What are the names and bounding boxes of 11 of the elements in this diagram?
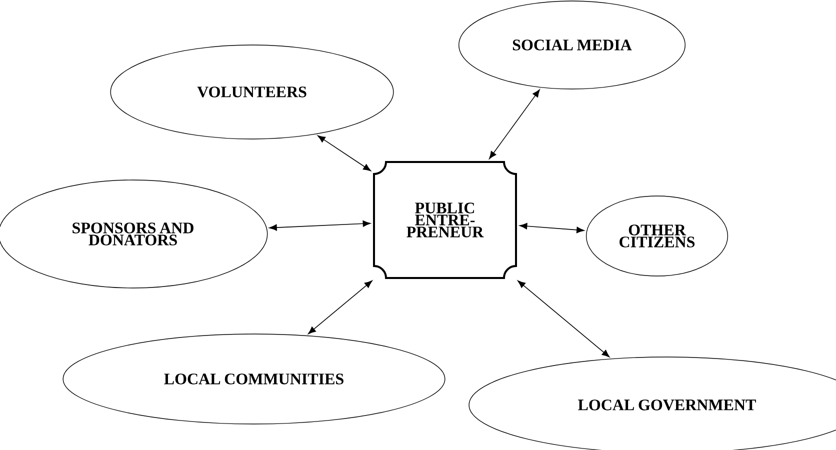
ellipse-node: VOLUNTEERS xyxy=(110,44,394,140)
arrow xyxy=(518,280,610,358)
ellipse-node: LOCAL COMMUNITIES xyxy=(62,334,446,424)
arrow xyxy=(519,222,584,234)
process-box: PUBLIC ENTRE-PRENEUR xyxy=(373,161,517,279)
arrow xyxy=(308,280,372,334)
arrow xyxy=(317,135,372,172)
arrow xyxy=(269,220,371,231)
ellipse-node: SOCIAL MEDIA xyxy=(458,0,686,90)
ellipse-node: OTHER CITIZENS xyxy=(586,196,728,276)
arrow xyxy=(489,89,540,160)
